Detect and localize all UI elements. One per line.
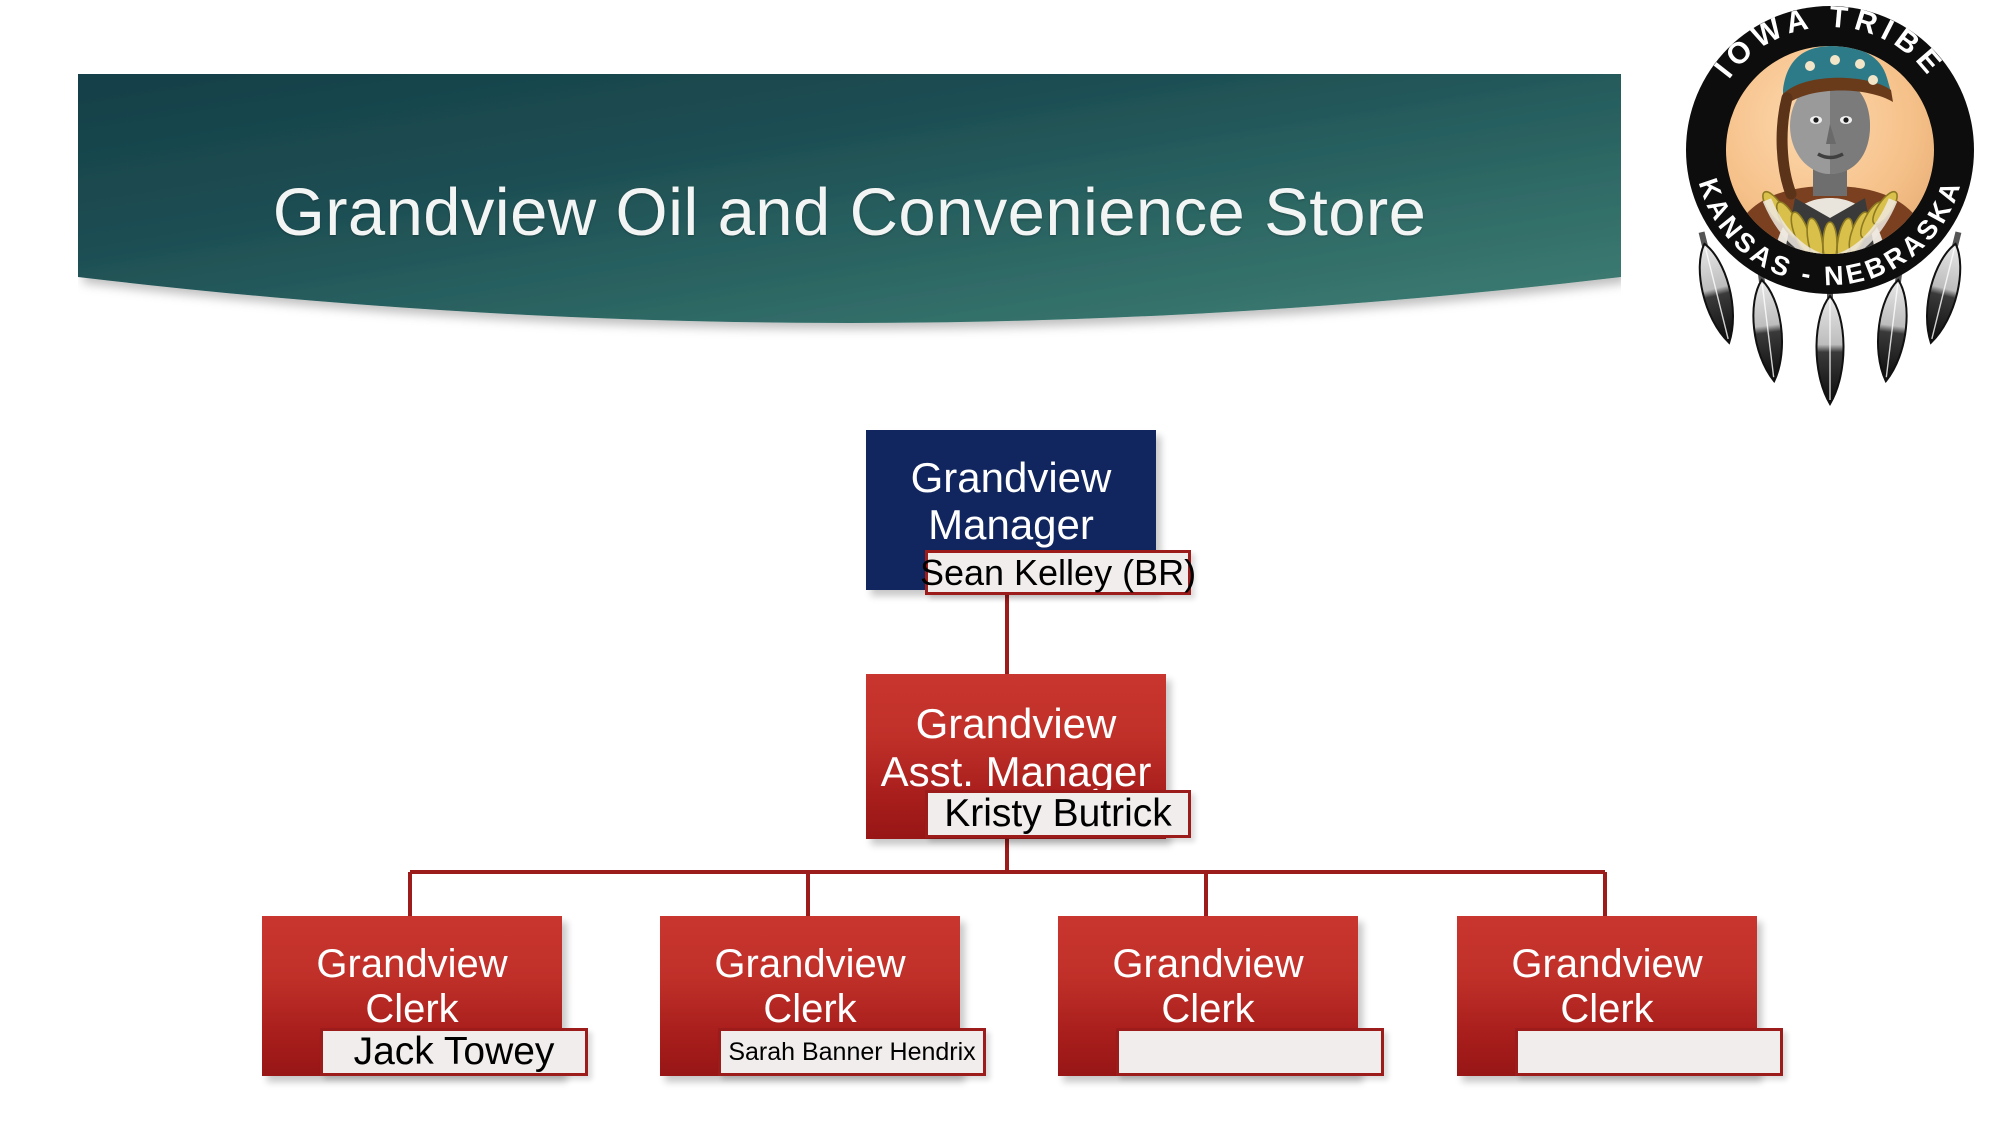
- org-node-clerk-1-title-line2: Clerk: [365, 987, 459, 1031]
- org-node-clerk-2-title-line2: Clerk: [763, 987, 857, 1031]
- org-node-asst-manager-title-line1: Grandview: [915, 700, 1117, 748]
- org-node-clerk-2-name[interactable]: Sarah Banner Hendrix: [718, 1028, 986, 1076]
- org-node-clerk-3-title-line2: Clerk: [1161, 987, 1255, 1031]
- org-node-asst-manager-title-line2: Asst. Manager: [880, 747, 1152, 795]
- org-node-clerk-3-title-line1: Grandview: [1112, 942, 1304, 987]
- org-node-clerk-4[interactable]: Grandview Clerk: [1457, 916, 1757, 1076]
- org-node-asst-manager[interactable]: Grandview Asst. Manager: [866, 674, 1166, 839]
- org-node-clerk-4-title-line1: Grandview: [1511, 942, 1703, 987]
- banner-shape: [78, 74, 1621, 323]
- org-node-asst-manager-title: Grandview Asst. Manager: [866, 674, 1166, 839]
- org-node-clerk-2-title-line1: Grandview: [714, 942, 906, 987]
- iowa-tribe-seal-logo: IOWA TRIBE KANSAS - NEBRASKA: [1655, 2, 2005, 432]
- org-node-manager-title-line1: Grandview: [910, 453, 1112, 501]
- iowa-tribe-seal-icon: IOWA TRIBE KANSAS - NEBRASKA: [1686, 2, 1974, 406]
- org-node-clerk-4-title: Grandview Clerk: [1457, 916, 1757, 1076]
- org-node-clerk-1-title-line1: Grandview: [316, 942, 508, 987]
- org-node-clerk-1-name[interactable]: Jack Towey: [320, 1028, 588, 1076]
- org-node-manager-title-line2: Manager: [928, 501, 1094, 548]
- org-node-clerk-4-name[interactable]: [1515, 1028, 1783, 1076]
- org-node-clerk-3-name[interactable]: [1116, 1028, 1384, 1076]
- title-banner: Grandview Oil and Convenience Store: [78, 74, 1621, 364]
- org-node-manager-name[interactable]: Sean Kelley (BR): [920, 550, 1196, 595]
- page-title: Grandview Oil and Convenience Store: [272, 174, 1427, 250]
- org-node-clerk-4-title-line2: Clerk: [1560, 987, 1654, 1031]
- org-node-asst-manager-name[interactable]: Kristy Butrick: [925, 790, 1191, 838]
